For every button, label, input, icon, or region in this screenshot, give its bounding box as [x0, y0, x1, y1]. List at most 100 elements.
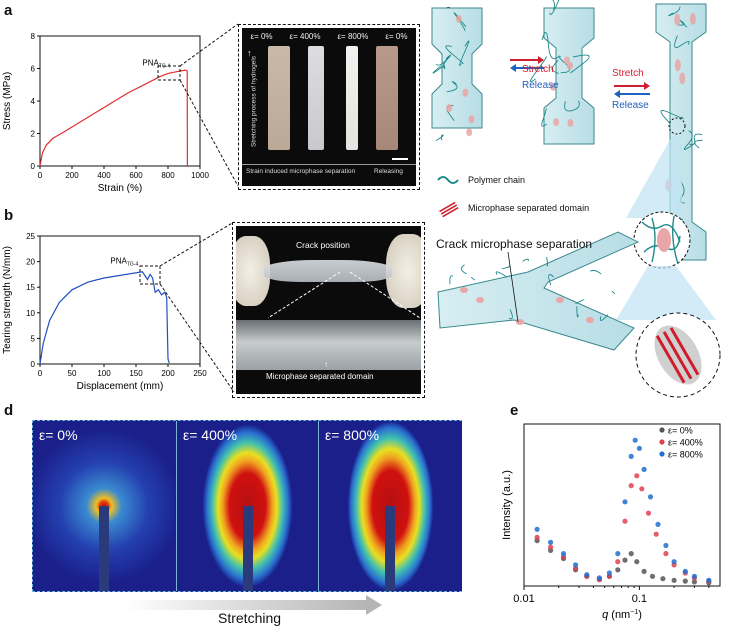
- crack-separation-label: Crack microphase separation: [436, 237, 593, 251]
- stretch-up-arrow: ↑: [247, 48, 252, 58]
- chart-e-point: [622, 518, 628, 524]
- chart-e-point: [622, 557, 628, 563]
- chart-e-point: [534, 534, 540, 540]
- chart-b-xtick-label: 150: [129, 369, 143, 378]
- saxs-label-1: ε= 0%: [39, 427, 78, 443]
- chart-e-legend-label: ε= 400%: [668, 438, 703, 448]
- microphase-domain: [689, 12, 696, 25]
- polymer-chain: [459, 40, 470, 66]
- panel-d-label: d: [4, 402, 14, 419]
- saxs-image-1: ε= 0%: [33, 421, 175, 591]
- chart-b-annotation: PNATG-4: [110, 257, 138, 268]
- chart-a-xlabel: Strain (%): [98, 183, 142, 194]
- up-arrow-icon: ↑: [324, 360, 328, 369]
- chart-e-xlabel-end: ): [638, 609, 642, 621]
- chart-e-point: [682, 568, 688, 574]
- polymer-chain: [541, 108, 548, 127]
- photo-a-label-3: ε= 800%: [337, 32, 369, 41]
- chart-b-series-line: [39, 271, 170, 365]
- polymer-chain: [689, 133, 703, 146]
- polymer-chain: [570, 54, 590, 74]
- stretching-label: Stretching: [218, 610, 282, 626]
- hydrogel-strip-4: [376, 46, 398, 150]
- chart-b-ytick-label: 5: [31, 334, 36, 343]
- polymer-chain: [551, 59, 560, 74]
- chart-e-point: [632, 437, 638, 443]
- saxs-label-3: ε= 800%: [325, 427, 380, 443]
- chart-e-point: [606, 570, 612, 576]
- release-label-2: Release: [612, 100, 649, 111]
- chart-e-point: [641, 466, 647, 472]
- chart-a-ytick-label: 2: [31, 130, 36, 139]
- microphase-domain: [674, 59, 681, 72]
- polymer-chain: [590, 270, 602, 275]
- microphase-domain: [550, 82, 556, 91]
- polymer-chain: [435, 134, 444, 141]
- chart-e-point: [691, 573, 697, 579]
- chart-e-point: [596, 575, 602, 581]
- chart-b-xtick-label: 50: [68, 369, 77, 378]
- polymer-chain: [508, 309, 513, 320]
- microphase-domain: [455, 14, 462, 23]
- chart-e-point: [663, 542, 669, 549]
- chart-e-point: [628, 551, 634, 557]
- chart-e-point: [636, 445, 642, 451]
- panel-c-schematic: [431, 0, 721, 398]
- chart-e-point: [649, 573, 656, 579]
- chart-b-xtick-label: 100: [97, 369, 111, 378]
- chart-b-annotation-sub: TG-4: [127, 262, 139, 268]
- polymer-chain: [668, 6, 681, 17]
- chart-e-xlabel: q (nm−1): [602, 609, 642, 621]
- chart-e-xlabel-sup: −1: [630, 609, 638, 616]
- microphase-domain: [462, 88, 469, 97]
- microphase-domain: [460, 287, 468, 293]
- chart-e-point: [706, 577, 712, 583]
- photo-a-label-4: ε= 0%: [385, 32, 408, 41]
- arrow-head-icon: [366, 595, 382, 615]
- hydrogel-sheet: [264, 260, 392, 282]
- panel-b-label: b: [4, 207, 14, 224]
- polymer-chain: [435, 54, 451, 66]
- panel-a-photo: ε= 0% ε= 400% ε= 800% ε= 0% ↑ Stretching…: [238, 24, 420, 190]
- polymer-chain: [683, 130, 696, 150]
- chart-e-xlabel-q: q: [602, 609, 611, 621]
- hydrogel-strip-1: [268, 46, 290, 150]
- polymer-chain: [446, 81, 458, 93]
- chart-e-point: [634, 559, 640, 565]
- photo-a-label-1: ε= 0%: [250, 32, 273, 41]
- polymer-chain: [575, 299, 585, 305]
- chart-e-point: [653, 531, 659, 537]
- polymer-chain: [449, 275, 454, 285]
- microphase-domain: [679, 72, 686, 85]
- chart-e-legend-marker: [659, 427, 665, 433]
- beamstop: [99, 506, 109, 591]
- panel-a-label: a: [4, 2, 13, 19]
- microphase-domain: [586, 317, 594, 323]
- chart-e-point: [584, 572, 590, 578]
- saxs-panel: ε= 0% ε= 400% ε= 800%: [32, 420, 462, 592]
- saxs-image-3: ε= 800%: [318, 421, 462, 591]
- chart-b-ylabel: Tearing strength (N/mm): [2, 246, 13, 354]
- microphase-domain: [556, 297, 564, 303]
- chart-b-ytick-label: 0: [31, 360, 36, 369]
- chart-e-xtick-label: 0.1: [632, 593, 647, 605]
- chart-b-xlabel: Displacement (mm): [77, 381, 164, 392]
- microphase-domain: [567, 118, 574, 127]
- chart-e-point: [628, 483, 634, 489]
- chart-e-point: [641, 568, 647, 574]
- microphase-domain: [674, 13, 681, 26]
- chart-a-ylabel: Stress (MPa): [2, 72, 13, 130]
- chart-e-point: [645, 510, 652, 516]
- chart-b-xtick-label: 250: [193, 369, 207, 378]
- chart-e-point: [615, 551, 621, 557]
- polymer-chain: [502, 265, 511, 270]
- chart-e-point: [534, 526, 540, 532]
- chart-e-point: [647, 494, 654, 500]
- chart-e-xlabel-unit: (nm: [611, 609, 630, 621]
- chart-e-legend-label: ε= 0%: [668, 426, 693, 436]
- chart-a-ytick-label: 0: [31, 162, 36, 171]
- microphase-domain: [476, 297, 484, 303]
- stretch-label-1: Stretch: [522, 64, 554, 75]
- chart-b-xtick-label: 0: [38, 369, 43, 378]
